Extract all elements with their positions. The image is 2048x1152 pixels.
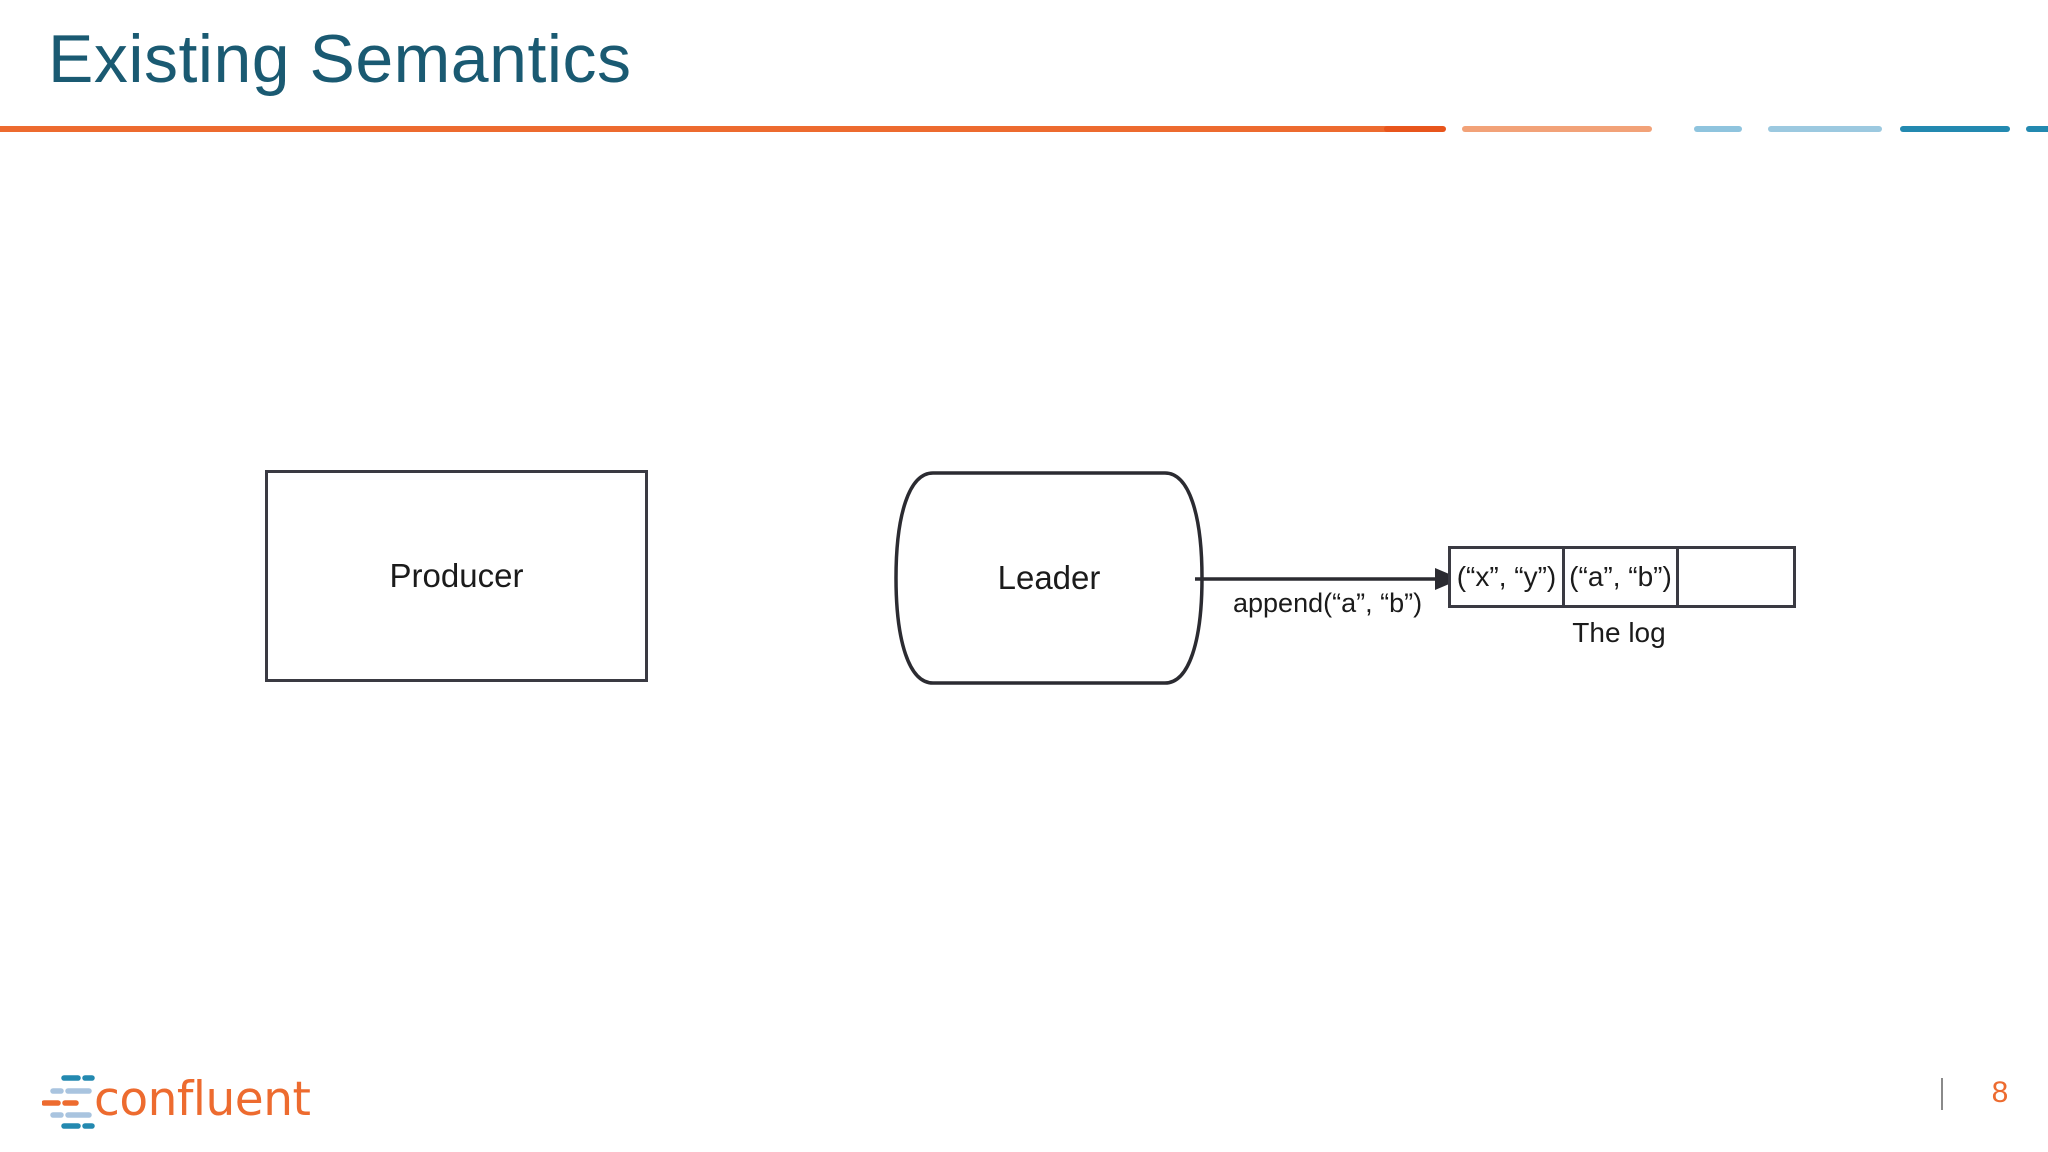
rule-dash-light-blue-short <box>1694 126 1742 132</box>
title-rule <box>0 126 1444 132</box>
page-title: Existing Semantics <box>48 21 632 97</box>
log-table: (“x”, “y”) (“a”, “b”) <box>1448 546 1796 608</box>
rule-dash-teal-blue-short <box>2026 126 2048 132</box>
log-cell: (“x”, “y”) <box>1451 549 1565 605</box>
rule-dash-light-orange <box>1462 126 1652 132</box>
leader-label: Leader <box>997 559 1101 596</box>
confluent-wordmark: confluent <box>94 1072 311 1127</box>
confluent-mark-icon <box>42 1075 95 1129</box>
rule-dash-dark-orange <box>1384 126 1446 132</box>
rule-dash-light-blue-long <box>1768 126 1882 132</box>
rule-dash-teal-blue-long <box>1900 126 2010 132</box>
append-arrow-label: append(“a”, “b”) <box>1233 588 1423 618</box>
page-number: 8 <box>1991 1076 2009 1109</box>
page-separator <box>1941 1078 1943 1110</box>
log-cell-empty <box>1679 549 1793 605</box>
producer-label: Producer <box>389 557 524 594</box>
confluent-logo: confluent <box>42 1070 311 1132</box>
producer-box <box>265 470 648 682</box>
log-cell: (“a”, “b”) <box>1565 549 1679 605</box>
leader-shape <box>894 471 1204 685</box>
log-caption: The log <box>1572 617 1666 648</box>
